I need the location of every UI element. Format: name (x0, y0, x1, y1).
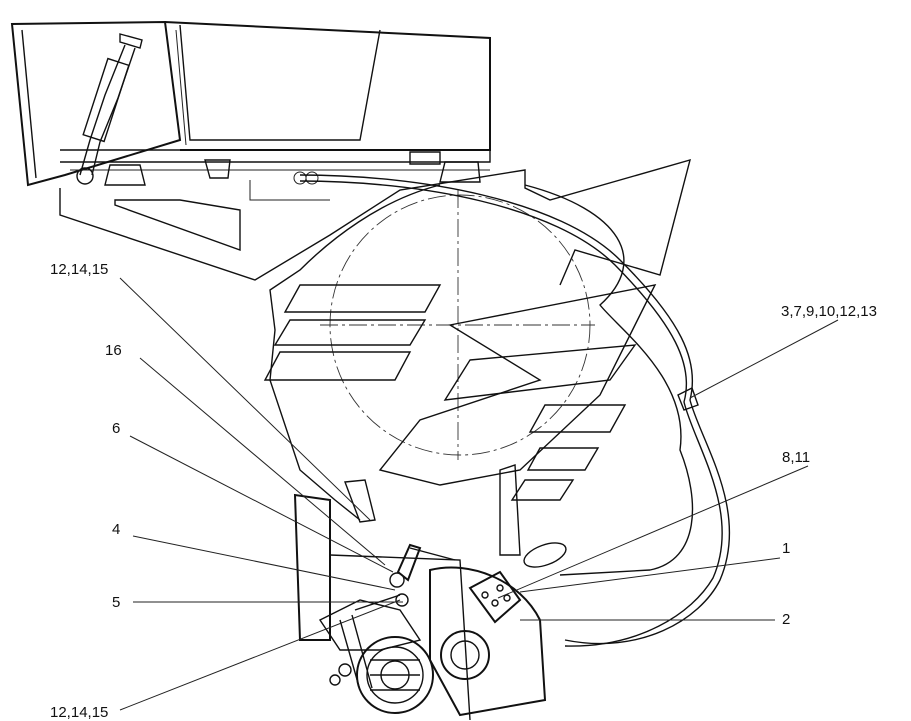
gearbox-assembly (293, 493, 547, 721)
gas-strut (76, 33, 143, 185)
hydraulic-hose (299, 174, 731, 647)
callout-12-14-15-upper: 12,14,15 (50, 261, 108, 278)
leader-lines (119, 277, 839, 711)
callout-4: 4 (112, 521, 120, 538)
callout-5: 5 (112, 594, 120, 611)
callout-3-7-9-10-12-13: 3,7,9,10,12,13 (781, 303, 877, 320)
callout-12-14-15-lower: 12,14,15 (50, 704, 108, 721)
cab-body (10, 20, 491, 187)
callout-2: 2 (782, 611, 790, 628)
callout-8-11: 8,11 (782, 449, 810, 466)
cab-mounts (104, 151, 481, 186)
callout-1: 1 (782, 540, 790, 557)
emblem-watermark (263, 284, 657, 501)
valve-block (468, 570, 522, 624)
frame-platform (59, 158, 691, 286)
housing-outline (269, 184, 694, 576)
callout-16: 16 (105, 342, 122, 359)
control-lever (344, 479, 456, 611)
callout-6: 6 (112, 420, 120, 437)
